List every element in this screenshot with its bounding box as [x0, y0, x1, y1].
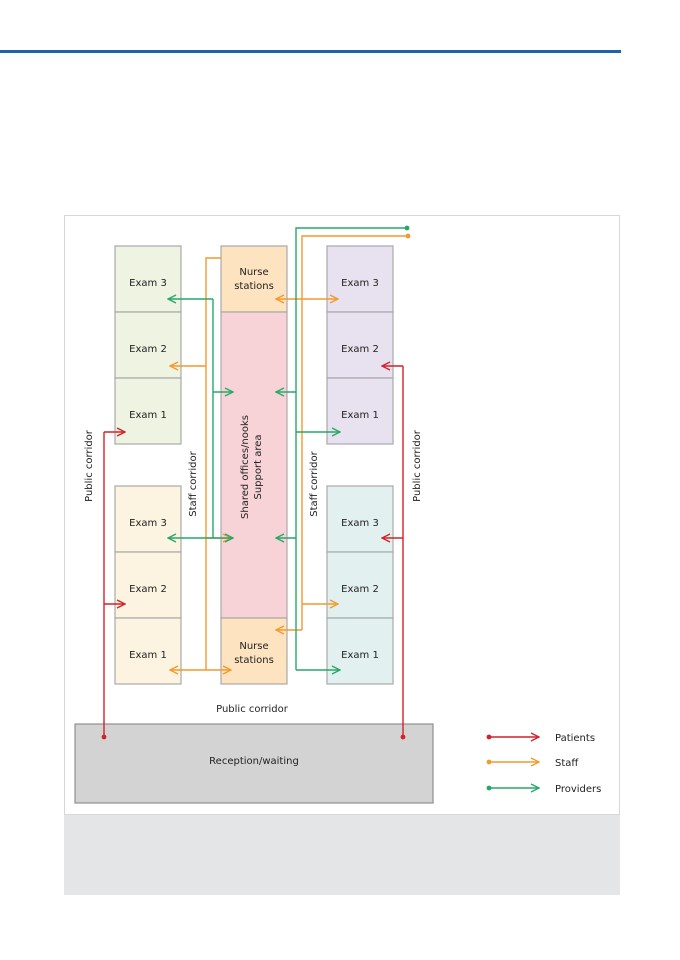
- right-top-exam-group: Exam 3 Exam 2 Exam 1: [326, 245, 394, 445]
- legend-item-patients: Patients: [486, 733, 595, 744]
- exam-room-label: Exam 1: [129, 410, 167, 421]
- patient-flow-paths: [101, 366, 406, 740]
- exam-room-label: Exam 1: [341, 650, 379, 661]
- legend-item-staff: Staff: [486, 758, 579, 769]
- public-corridor-bottom-label: Public corridor: [216, 704, 289, 715]
- center-support-column: Nurse stations Nurse stations Shared off…: [220, 245, 288, 685]
- right-bottom-exam-group: Exam 3 Exam 2 Exam 1: [326, 485, 394, 685]
- exam-room-label: Exam 2: [129, 344, 167, 355]
- staff-trunk-left: [205, 257, 221, 670]
- nurse-station-label: Nurse: [239, 641, 268, 652]
- left-top-exam-group: Exam 3 Exam 2 Exam 1: [114, 245, 182, 445]
- patient-origin-dot: [101, 734, 107, 740]
- exam-room-label: Exam 3: [129, 278, 167, 289]
- reception-waiting-area: [74, 723, 434, 804]
- staff-flow-paths: [170, 233, 411, 670]
- reception-waiting-label: Reception/waiting: [209, 756, 299, 767]
- exam-room-label: Exam 2: [341, 344, 379, 355]
- support-area-label: Support area: [253, 434, 264, 499]
- support-area-label: Shared offices/nooks: [240, 415, 251, 519]
- provider-trunk-right: [295, 227, 407, 670]
- exam-room: [114, 551, 182, 619]
- nurse-station-label: stations: [234, 655, 274, 666]
- patient-origin-dot: [400, 734, 406, 740]
- left-bottom-exam-group: Exam 3 Exam 2 Exam 1: [114, 485, 182, 685]
- staff-corridor-right-label: Staff corridor: [309, 450, 320, 516]
- staff-corridor-left-label: Staff corridor: [188, 450, 199, 516]
- exam-room-label: Exam 2: [341, 584, 379, 595]
- legend-item-providers: Providers: [486, 784, 601, 795]
- public-corridor-right-label: Public corridor: [412, 429, 423, 502]
- exam-room-label: Exam 3: [341, 278, 379, 289]
- exam-room-label: Exam 3: [341, 518, 379, 529]
- exam-room: [114, 377, 182, 445]
- exam-room-label: Exam 3: [129, 518, 167, 529]
- caption-panel: [64, 815, 620, 895]
- provider-origin-dot: [404, 225, 410, 231]
- staff-origin-dot: [405, 233, 411, 239]
- legend-providers-label: Providers: [555, 784, 601, 795]
- support-area: [220, 311, 288, 619]
- exam-room-label: Exam 2: [129, 584, 167, 595]
- provider-flow-paths: [168, 225, 410, 670]
- legend-staff-label: Staff: [555, 758, 579, 769]
- exam-room-label: Exam 1: [129, 650, 167, 661]
- legend-patients-label: Patients: [555, 733, 595, 744]
- nurse-station-top: [220, 245, 288, 313]
- nurse-station-label: Nurse: [239, 267, 268, 278]
- public-corridor-left-label: Public corridor: [84, 429, 95, 502]
- nurse-station-label: stations: [234, 281, 274, 292]
- legend: Patients Staff Providers: [486, 733, 601, 795]
- staff-trunk-right: [301, 235, 408, 630]
- exam-room-label: Exam 1: [341, 410, 379, 421]
- header-rule: [0, 50, 621, 53]
